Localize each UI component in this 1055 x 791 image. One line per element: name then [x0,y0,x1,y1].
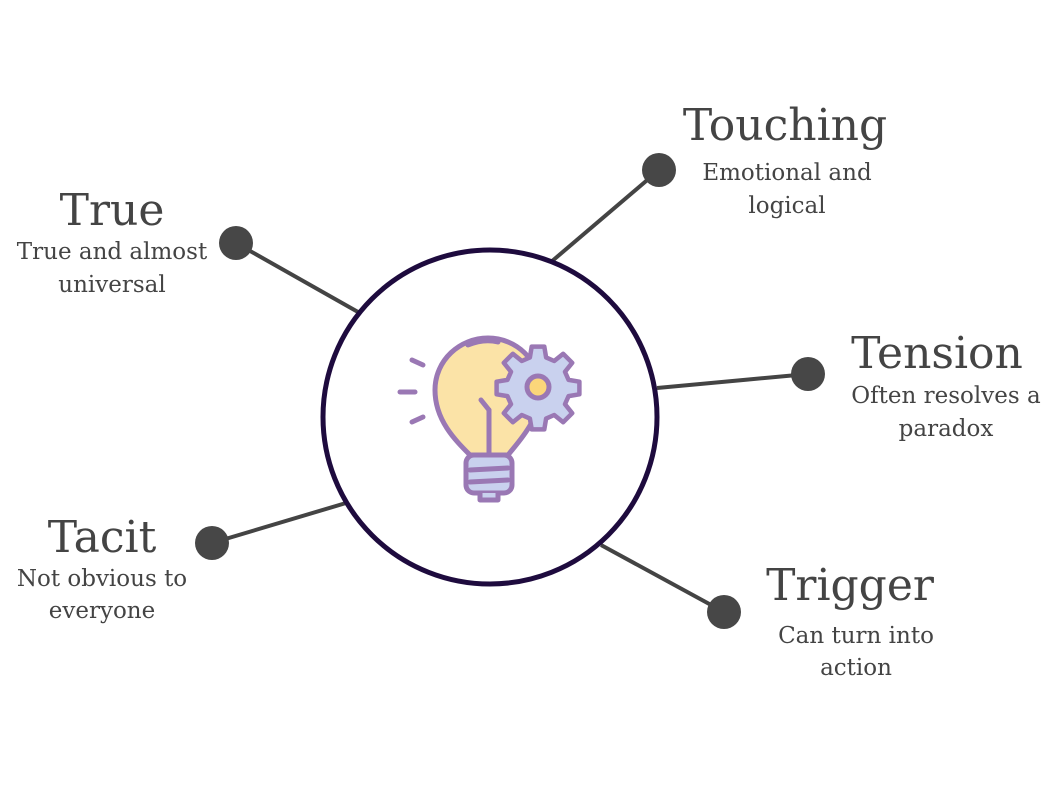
gear-icon [494,344,582,432]
node-description-line: action [820,655,892,681]
node-description-line: universal [58,272,165,298]
node-description-line: True and almost [17,239,208,265]
node-true: True True and almost universal [17,185,208,298]
node-title: Touching [683,100,887,151]
lightbulb-gear-icon [397,335,582,503]
connector-tension [656,372,809,390]
connectors [211,168,809,614]
connector-tacit [211,501,347,545]
node-title: Trigger [766,560,935,611]
bulb-base-icon [463,452,515,496]
node-description-line: Often resolves a [851,383,1041,409]
node-dot-trigger [707,595,741,629]
connector-trigger [600,543,725,614]
node-trigger: Trigger Can turn into action [766,560,935,681]
node-touching: Touching Emotional and logical [683,100,887,219]
light-rays-icon [397,357,426,425]
node-description-line: Can turn into [778,623,934,649]
connector-true [235,241,359,314]
node-description-line: paradox [899,416,994,442]
node-description-line: Not obvious to [17,566,187,592]
node-dot-true [219,226,253,260]
node-title: Tension [851,328,1023,379]
node-tension: Tension Often resolves a paradox [851,328,1041,442]
node-description-line: logical [748,193,825,219]
node-dot-tension [791,357,825,391]
node-description-line: everyone [49,598,155,624]
node-title: Tacit [48,512,157,563]
connector-touching [549,168,661,264]
node-dot-touching [642,153,676,187]
node-dot-tacit [195,526,229,560]
node-description-line: Emotional and [702,160,872,186]
node-title: True [60,185,165,236]
node-tacit: Tacit Not obvious to everyone [17,512,187,624]
